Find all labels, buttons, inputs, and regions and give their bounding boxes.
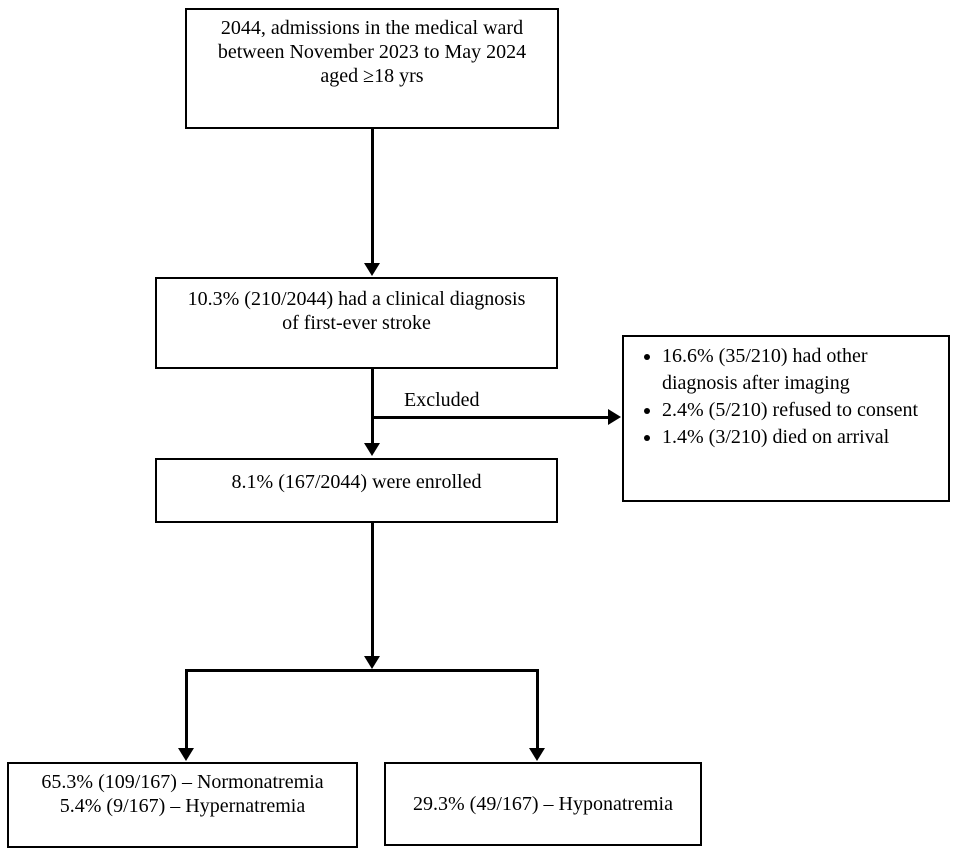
edge-label-excluded: Excluded — [404, 389, 480, 411]
connector-admissions-to-stroke — [371, 129, 374, 263]
connector-branch-horizontal — [185, 669, 539, 672]
connector-stroke-to-enrolled — [371, 369, 374, 443]
node-hypo-text: 29.3% (49/167) – Hyponatremia — [413, 793, 673, 815]
node-excluded-reasons: 16.6% (35/210) had other diagnosis after… — [622, 335, 950, 502]
node-hyponatremia: 29.3% (49/167) – Hyponatremia — [384, 762, 702, 846]
node-admissions-line3: aged ≥18 yrs — [320, 65, 424, 87]
node-admissions-line1: 2044, admissions in the medical ward — [220, 17, 524, 39]
node-normo-line2: 5.4% (9/167) – Hypernatremia — [59, 795, 306, 817]
node-admissions-line2: between November 2023 to May 2024 — [217, 41, 527, 63]
node-enrolled-text: 8.1% (167/2044) were enrolled — [231, 471, 482, 493]
node-stroke-diagnosis: 10.3% (210/2044) had a clinical diagnosi… — [155, 277, 558, 369]
node-enrolled: 8.1% (167/2044) were enrolled — [155, 458, 558, 523]
connector-enrolled-to-branch — [371, 523, 374, 656]
excluded-bullet-3: 1.4% (3/210) died on arrival — [662, 424, 944, 451]
arrowhead-down-icon — [364, 443, 380, 456]
connector-branch-left — [185, 669, 188, 748]
excluded-bullet-list: 16.6% (35/210) had other diagnosis after… — [624, 337, 948, 451]
node-normo-line1: 65.3% (109/167) – Normonatremia — [41, 771, 324, 793]
arrowhead-down-icon — [529, 748, 545, 761]
arrowhead-right-icon — [608, 409, 621, 425]
excluded-bullet-2: 2.4% (5/210) refused to consent — [662, 397, 944, 424]
node-stroke-line2: of first-ever stroke — [282, 312, 431, 334]
node-stroke-line1: 10.3% (210/2044) had a clinical diagnosi… — [187, 288, 526, 310]
node-normonatremia-hypernatremia: 65.3% (109/167) – Normonatremia 5.4% (9/… — [7, 762, 358, 848]
arrowhead-down-icon — [364, 263, 380, 276]
connector-branch-right — [536, 669, 539, 748]
arrowhead-down-icon — [178, 748, 194, 761]
connector-excluded-branch — [372, 416, 608, 419]
node-admissions: 2044, admissions in the medical ward bet… — [185, 8, 559, 129]
excluded-bullet-1: 16.6% (35/210) had other diagnosis after… — [662, 343, 944, 397]
arrowhead-down-icon — [364, 656, 380, 669]
